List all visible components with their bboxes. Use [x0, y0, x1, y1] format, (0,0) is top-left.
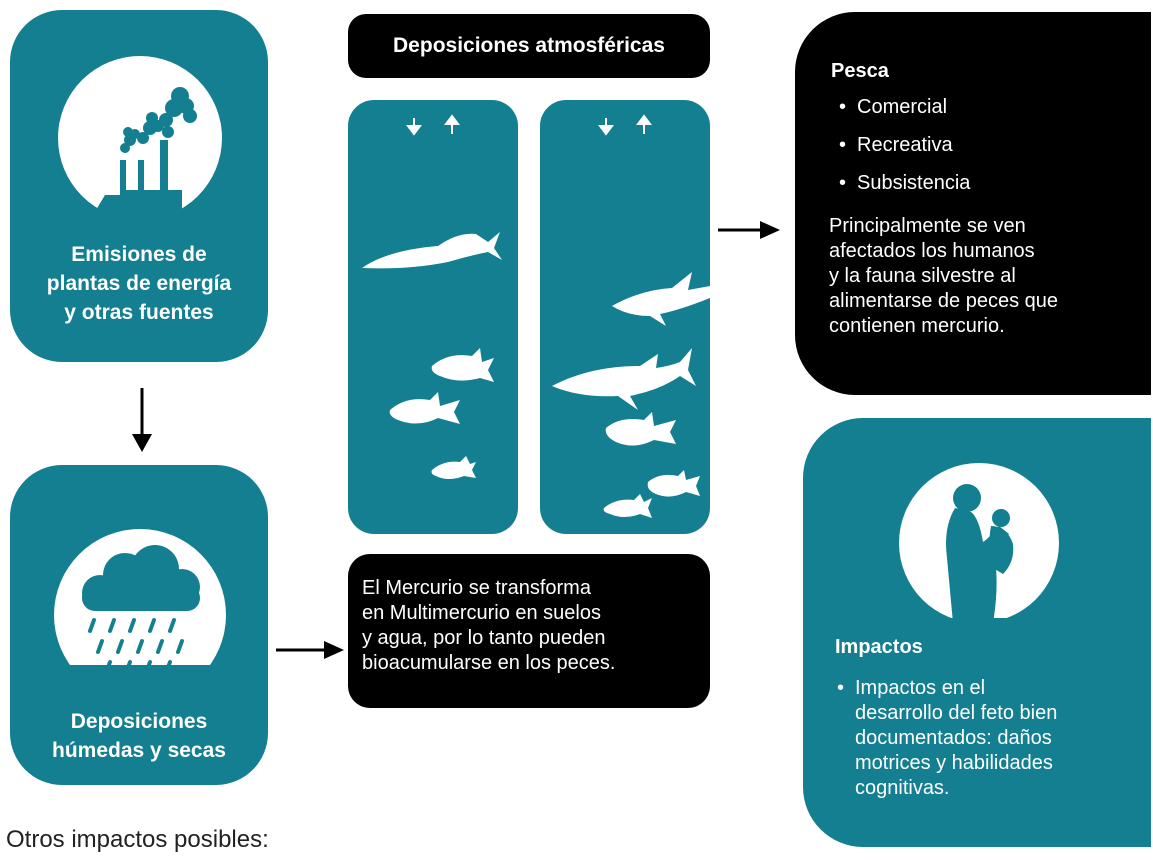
transform-text: El Mercurio se transforma en Multimercur… — [362, 577, 616, 674]
water-column-left — [348, 100, 518, 534]
shark-icon — [552, 348, 696, 410]
fishing-item: Recreativa — [831, 126, 1137, 164]
right-arrow-icon — [718, 221, 780, 239]
fishing-item: Subsistencia — [831, 164, 1137, 202]
impacts-item: Impactos en el desarrollo del feto bien … — [829, 676, 1057, 801]
impacts-title: Impactos — [835, 636, 923, 658]
up-down-arrows-icon — [406, 114, 460, 136]
depositions-box: Deposiciones húmedas y secas — [10, 465, 268, 785]
mother-child-icon — [899, 463, 1059, 618]
transform-box: El Mercurio se transforma en Multimercur… — [348, 554, 710, 708]
pike-fish-icon — [362, 232, 502, 269]
water-column-right — [540, 100, 710, 534]
emissions-label: Emisiones de plantas de energía y otras … — [46, 243, 232, 324]
impacts-box: Impactos Impactos en el desarrollo del f… — [803, 418, 1151, 847]
rain-cloud-icon — [54, 529, 226, 665]
small-fish-icon — [431, 456, 476, 479]
fishing-list: Comercial Recreativa Subsistencia — [831, 88, 1137, 202]
impacts-list: Impactos en el desarrollo del feto bien … — [829, 676, 1057, 801]
depositions-label: Deposiciones húmedas y secas — [52, 710, 226, 762]
up-down-arrows-icon — [598, 114, 652, 136]
footer-text: Otros impactos posibles: — [6, 826, 269, 853]
shark-icon — [612, 272, 710, 326]
fishing-text: Principalmente se ven afectados los huma… — [829, 215, 1059, 337]
fishing-box: Pesca Comercial Recreativa Subsistencia … — [795, 12, 1151, 395]
small-fish-icon — [603, 494, 652, 518]
perch-fish-icon — [389, 392, 460, 424]
atmospheric-label-box: Deposiciones atmosféricas — [348, 14, 710, 78]
emissions-box: Emisiones de plantas de energía y otras … — [10, 10, 268, 362]
fishing-item: Comercial — [831, 88, 1137, 126]
perch-fish-icon — [605, 412, 676, 446]
perch-fish-icon — [431, 348, 494, 382]
fishing-title: Pesca — [831, 60, 889, 82]
factory-icon — [58, 56, 222, 210]
down-arrow-icon — [132, 388, 152, 452]
right-arrow-icon — [276, 641, 344, 659]
perch-fish-icon — [647, 470, 700, 497]
atmospheric-label: Deposiciones atmosféricas — [393, 34, 665, 57]
